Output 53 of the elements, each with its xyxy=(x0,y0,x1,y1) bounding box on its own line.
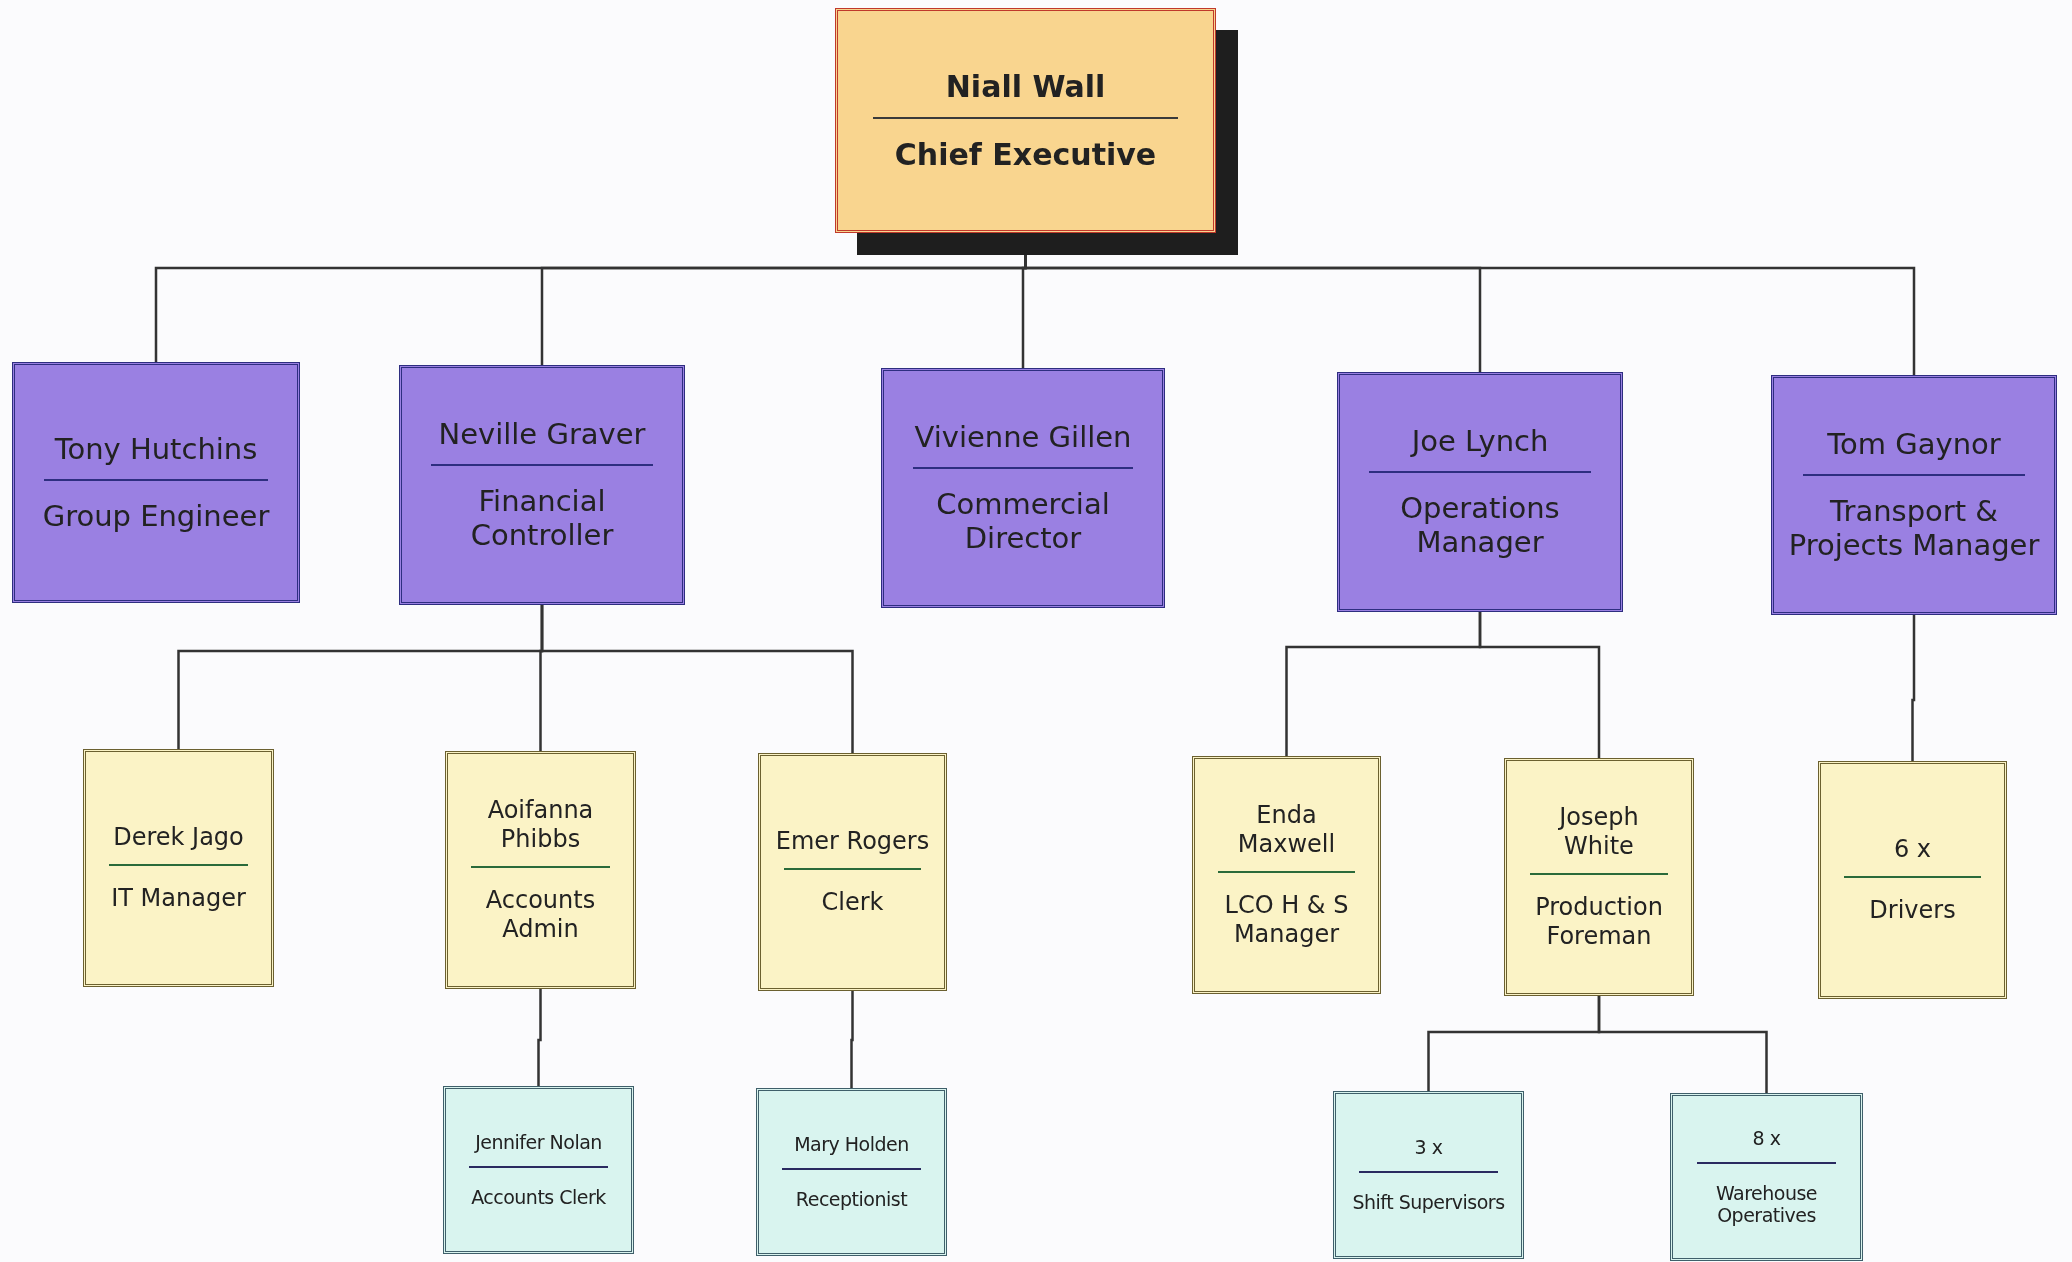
role-text: Financial Controller xyxy=(469,482,615,555)
person-box xyxy=(12,362,300,603)
role-text: Accounts Admin xyxy=(484,885,597,945)
person-box xyxy=(758,753,947,991)
person-box xyxy=(881,368,1165,608)
name-text: Enda Maxwell xyxy=(1236,800,1337,861)
role-text: Operations Manager xyxy=(1399,489,1561,562)
connector-line xyxy=(1911,615,1916,761)
person-box xyxy=(1333,1091,1524,1259)
role-text: Accounts Clerk xyxy=(471,1185,606,1210)
person-box xyxy=(1504,758,1694,996)
role-text: Group Engineer xyxy=(42,497,270,535)
person-box xyxy=(1192,756,1381,994)
name-text: Joe Lynch xyxy=(1411,422,1549,460)
name-text: 6 x xyxy=(1893,834,1932,866)
connector-line xyxy=(540,605,854,753)
person-box xyxy=(399,365,685,605)
role-text: Shift Supervisors xyxy=(1352,1190,1505,1215)
name-text: Tom Gaynor xyxy=(1827,425,2001,463)
person-box xyxy=(445,751,636,989)
name-text: Jennifer Nolan xyxy=(475,1130,602,1156)
role-text: Production Foreman xyxy=(1534,892,1664,952)
role-text: Chief Executive xyxy=(894,135,1157,174)
role-text: Warehouse Operatives xyxy=(1714,1180,1819,1229)
name-text: Mary Holden xyxy=(794,1132,909,1158)
person-box xyxy=(1670,1093,1863,1261)
name-text: 8 x xyxy=(1752,1125,1781,1151)
person-box xyxy=(756,1088,947,1256)
role-text: Drivers xyxy=(1869,895,1956,926)
connector-line xyxy=(1478,612,1601,758)
role-text: LCO H & S Manager xyxy=(1223,890,1350,950)
name-text: 3 x xyxy=(1414,1135,1443,1161)
role-text: Receptionist xyxy=(795,1187,908,1212)
name-text: Tony Hutchins xyxy=(54,430,258,468)
connector-line xyxy=(537,989,542,1086)
role-text: Commercial Director xyxy=(935,485,1111,558)
role-text: Clerk xyxy=(821,887,884,918)
connector-line xyxy=(850,991,854,1088)
role-text: Transport & Projects Manager xyxy=(1788,492,2040,565)
person-box xyxy=(83,749,274,987)
name-text: Derek Jago xyxy=(113,822,244,854)
person-box xyxy=(1337,372,1623,612)
name-text: Vivienne Gillen xyxy=(914,418,1132,456)
role-text: IT Manager xyxy=(111,883,246,914)
connector-line xyxy=(1597,996,1768,1093)
name-text: Aoifanna Phibbs xyxy=(486,795,595,856)
name-text: Niall Wall xyxy=(945,67,1106,106)
name-text: Joseph White xyxy=(1557,802,1640,863)
name-text: Neville Graver xyxy=(438,415,646,453)
person-box xyxy=(443,1086,634,1254)
name-text: Emer Rogers xyxy=(775,826,930,858)
person-box xyxy=(1818,761,2007,999)
person-box xyxy=(1771,375,2057,615)
